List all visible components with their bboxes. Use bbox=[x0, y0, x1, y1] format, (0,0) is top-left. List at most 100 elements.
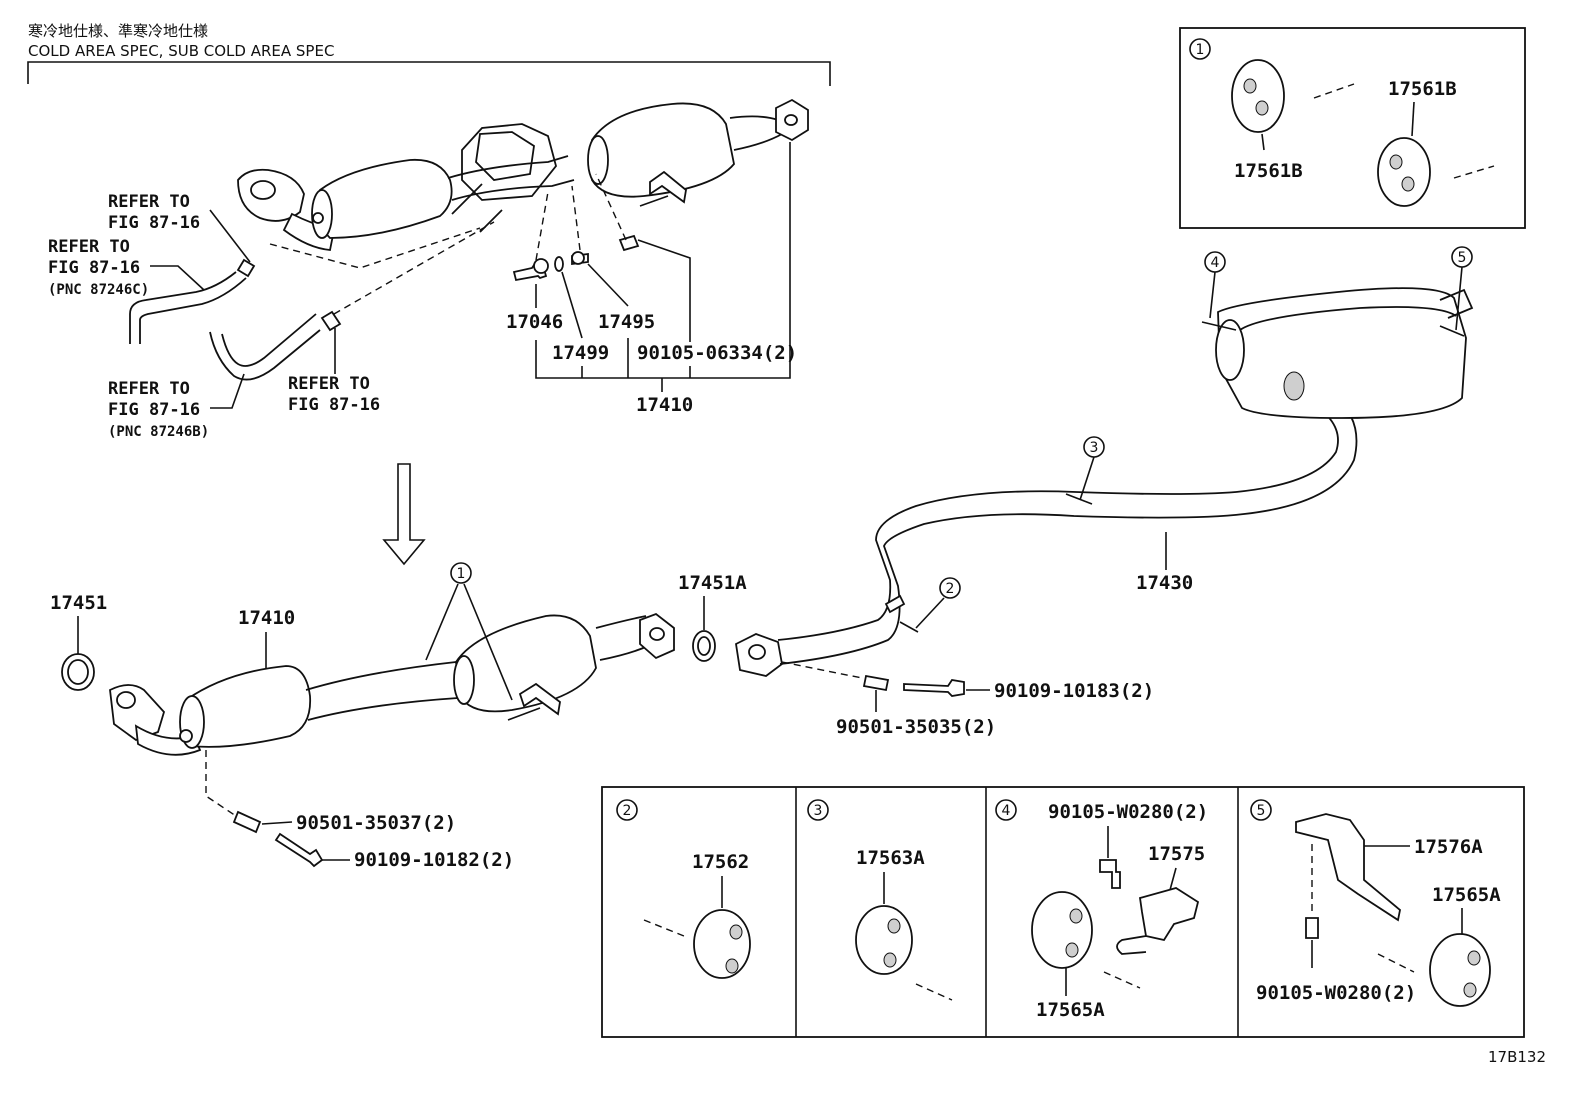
header-title-en: COLD AREA SPEC, SUB COLD AREA SPEC bbox=[28, 42, 334, 60]
inset-3-callout-number: 3 bbox=[814, 803, 823, 819]
bolt-90109-10183[interactable] bbox=[903, 679, 965, 697]
part-17410-top: 17410 bbox=[636, 394, 693, 416]
header-title-jp: 寒冷地仕様、準寒冷地仕様 bbox=[28, 22, 208, 40]
inset-box-1 bbox=[1179, 27, 1526, 229]
bracket-17575[interactable] bbox=[1116, 887, 1200, 955]
rubber-hanger-17562[interactable] bbox=[693, 909, 751, 979]
leader-line bbox=[1455, 266, 1463, 331]
pin-icon bbox=[1313, 83, 1355, 99]
callout-4-number: 4 bbox=[1211, 255, 1220, 271]
refer-label: REFER TO bbox=[108, 192, 190, 212]
part-90501-35035: 90501-35035(2) bbox=[836, 716, 996, 738]
part-17430: 17430 bbox=[1136, 572, 1193, 594]
inset-2-callout bbox=[616, 799, 638, 821]
refer-label: FIG 87-16 bbox=[108, 400, 200, 420]
bracket-17576a[interactable] bbox=[1295, 813, 1401, 922]
leader-line bbox=[637, 239, 691, 342]
part-17499: 17499 bbox=[552, 342, 609, 364]
top-fasteners[interactable] bbox=[512, 234, 640, 282]
inset-1-callout-number: 1 bbox=[1196, 42, 1205, 58]
part-90109-10183: 90109-10183(2) bbox=[994, 680, 1154, 702]
refer-label: REFER TO bbox=[288, 374, 370, 394]
part-17563a: 17563A bbox=[856, 847, 925, 869]
pin-icon bbox=[1103, 971, 1141, 989]
leader-line bbox=[1261, 133, 1265, 151]
part-90501-35037: 90501-35037(2) bbox=[296, 812, 456, 834]
leader-line bbox=[587, 263, 629, 307]
part-90109-10182: 90109-10182(2) bbox=[354, 849, 514, 871]
bolt-90109-10182[interactable] bbox=[274, 832, 324, 868]
inset-1-callout bbox=[1189, 38, 1211, 60]
pin-icon bbox=[643, 919, 685, 937]
leader-line bbox=[1411, 101, 1415, 137]
pin-icon bbox=[1453, 165, 1495, 179]
part-17495: 17495 bbox=[598, 311, 655, 333]
leader-line bbox=[1209, 271, 1216, 319]
rubber-hanger-17565a-a[interactable] bbox=[1031, 891, 1093, 969]
pnc-label: (PNC 87246B) bbox=[108, 424, 209, 440]
rubber-hanger-17561b-b[interactable] bbox=[1377, 137, 1431, 207]
refer-label: REFER TO bbox=[108, 379, 190, 399]
leader-dashed bbox=[333, 221, 495, 315]
leader-line bbox=[1169, 867, 1177, 891]
diagram-code: 17B132 bbox=[1488, 1048, 1546, 1066]
bolt-90105-w0280-b[interactable] bbox=[1305, 917, 1319, 939]
callout-2-number: 2 bbox=[946, 581, 955, 597]
part-17561b-a: 17561B bbox=[1234, 160, 1303, 182]
refer-label: REFER TO bbox=[48, 237, 130, 257]
inset-4-callout bbox=[995, 799, 1017, 821]
leader-line bbox=[463, 583, 513, 701]
refer-label: FIG 87-16 bbox=[108, 213, 200, 233]
rubber-hanger-17563a[interactable] bbox=[855, 905, 913, 975]
part-17575: 17575 bbox=[1148, 843, 1205, 865]
leader-line bbox=[915, 597, 945, 629]
part-17451a: 17451A bbox=[678, 572, 747, 594]
inset-5-callout-number: 5 bbox=[1257, 803, 1266, 819]
refer-label: FIG 87-16 bbox=[48, 258, 140, 278]
leader-line bbox=[150, 265, 205, 291]
callout-1 bbox=[450, 562, 472, 584]
refer-label: FIG 87-16 bbox=[288, 395, 380, 415]
spring-90501-35035[interactable] bbox=[862, 674, 890, 692]
leader-dashed bbox=[571, 185, 581, 251]
inset-3-callout bbox=[807, 799, 829, 821]
leader-line bbox=[561, 271, 583, 339]
part-17565a-b: 17565A bbox=[1432, 884, 1501, 906]
callout-5-number: 5 bbox=[1458, 250, 1467, 266]
muffler[interactable] bbox=[1201, 287, 1474, 419]
pin-icon bbox=[1377, 953, 1415, 973]
leader-line bbox=[1079, 456, 1095, 501]
part-17410-main: 17410 bbox=[238, 607, 295, 629]
part-17046: 17046 bbox=[506, 311, 563, 333]
tail-pipe-17430[interactable] bbox=[735, 373, 1358, 677]
spring-90501-35037[interactable] bbox=[232, 810, 262, 834]
rubber-hanger-17565a-b[interactable] bbox=[1429, 933, 1491, 1007]
leader-dashed bbox=[535, 191, 549, 261]
callout-3-number: 3 bbox=[1090, 440, 1099, 456]
group-bracket-17410 bbox=[535, 142, 791, 379]
leader-line bbox=[209, 209, 251, 263]
part-17561b-b: 17561B bbox=[1388, 78, 1457, 100]
leader-line bbox=[261, 821, 293, 825]
inset-box-bottom bbox=[601, 786, 1525, 1038]
leader-line bbox=[425, 583, 459, 661]
leader-dashed bbox=[781, 661, 863, 679]
top-converter-assembly[interactable] bbox=[237, 98, 809, 251]
part-90105-w0280-a: 90105-W0280(2) bbox=[1048, 801, 1208, 823]
inset-2-callout-number: 2 bbox=[623, 803, 632, 819]
hose-87246c[interactable] bbox=[129, 258, 256, 344]
pnc-label: (PNC 87246C) bbox=[48, 282, 149, 298]
inset-5-callout bbox=[1250, 799, 1272, 821]
rubber-hanger-17561b-a[interactable] bbox=[1231, 59, 1285, 133]
callout-2 bbox=[939, 577, 961, 599]
hose-87246b[interactable] bbox=[209, 310, 342, 381]
leader-line bbox=[210, 373, 245, 409]
part-90105-w0280-b: 90105-W0280(2) bbox=[1256, 982, 1416, 1004]
callout-1-number: 1 bbox=[457, 566, 466, 582]
bolt-90105-w0280-a[interactable] bbox=[1099, 859, 1121, 889]
part-90105-06334: 90105-06334(2) bbox=[637, 342, 797, 364]
pin-icon bbox=[915, 983, 953, 1001]
main-converter-17410[interactable] bbox=[109, 612, 675, 756]
part-17565a-a: 17565A bbox=[1036, 999, 1105, 1021]
